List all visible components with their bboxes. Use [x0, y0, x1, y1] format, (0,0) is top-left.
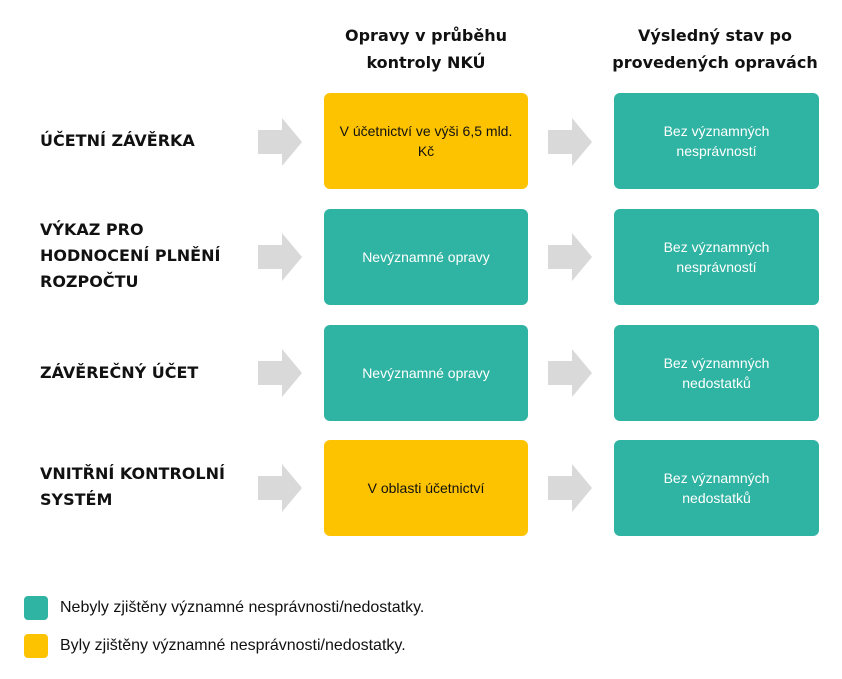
- correction-text: Nevýznamné opravy: [362, 365, 490, 381]
- correction-box-zaverecny-ucet: Nevýznamné opravy: [324, 325, 528, 421]
- arrow-right-icon: [548, 464, 592, 512]
- result-box-ucetni-zaverka: Bez významných nesprávností: [614, 93, 819, 189]
- correction-box-vykaz: Nevýznamné opravy: [324, 209, 528, 305]
- arrow-right-icon: [258, 349, 302, 397]
- arrow-right-icon: [258, 118, 302, 166]
- row-label-zaverecny-ucet: ZÁVĚREČNÝ ÚČET: [40, 363, 199, 382]
- row-label-vykaz: VÝKAZ PRO HODNOCENÍ PLNĚNÍ ROZPOČTU: [40, 220, 221, 291]
- correction-text: V oblasti účetnictví: [367, 480, 485, 496]
- result-text: Bez významných nesprávností: [663, 239, 770, 275]
- column-header-result: Výsledný stav po provedených opravách: [612, 26, 818, 72]
- legend-swatch-teal: [24, 596, 48, 620]
- arrow-right-icon: [548, 349, 592, 397]
- arrow-right-icon: [548, 233, 592, 281]
- result-box-vykaz: Bez významných nesprávností: [614, 209, 819, 305]
- arrow-right-icon: [258, 464, 302, 512]
- result-text: Bez významných nesprávností: [663, 123, 770, 159]
- legend-item-significant: Byly zjištěny významné nesprávnosti/nedo…: [24, 633, 406, 659]
- arrow-right-icon: [548, 118, 592, 166]
- result-box-zaverecny-ucet: Bez významných nedostatků: [614, 325, 819, 421]
- arrow-right-icon: [258, 233, 302, 281]
- correction-text: V účetnictví ve výši 6,5 mld. Kč: [339, 123, 513, 159]
- legend-text: Byly zjištěny významné nesprávnosti/nedo…: [60, 637, 406, 654]
- correction-text: Nevýznamné opravy: [362, 249, 490, 265]
- legend-text: Nebyly zjištěny významné nesprávnosti/ne…: [60, 599, 425, 616]
- row-label-ucetni-zaverka: ÚČETNÍ ZÁVĚRKA: [40, 131, 195, 150]
- legend-item-not-significant: Nebyly zjištěny významné nesprávnosti/ne…: [24, 595, 424, 621]
- legend-swatch-yellow: [24, 634, 48, 658]
- result-box-vnitrni-kontrolni-system: Bez významných nedostatků: [614, 440, 819, 536]
- column-header-corrections: Opravy v průběhu kontroly NKÚ: [345, 26, 507, 72]
- correction-box-ucetni-zaverka: V účetnictví ve výši 6,5 mld. Kč: [324, 93, 528, 189]
- result-text: Bez významných nedostatků: [663, 355, 770, 391]
- correction-box-vnitrni-kontrolni-system: V oblasti účetnictví: [324, 440, 528, 536]
- row-label-vnitrni-kontrolni-system: VNITŘNÍ KONTROLNÍ SYSTÉM: [40, 464, 225, 509]
- result-text: Bez významných nedostatků: [663, 470, 770, 506]
